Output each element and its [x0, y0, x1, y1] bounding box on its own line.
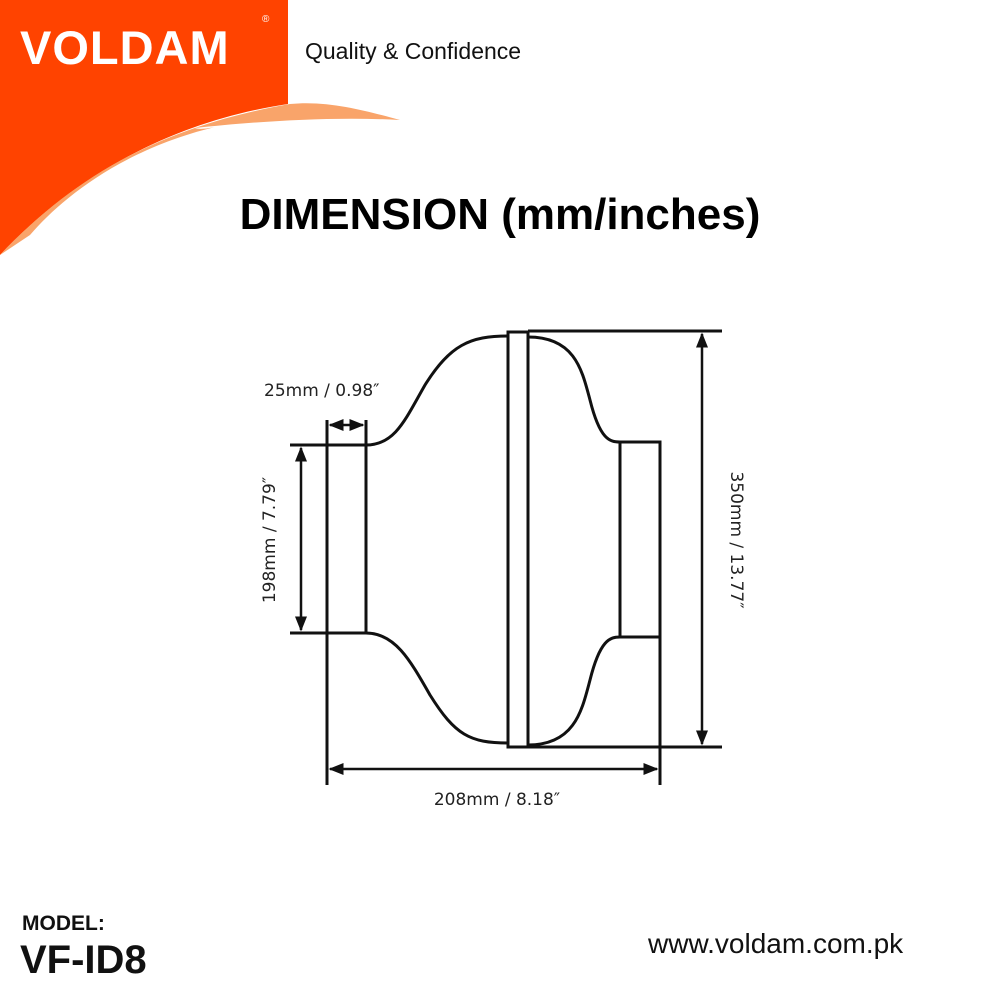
- body-bottom-left-curve: [365, 631, 509, 745]
- collar-diameter-label: 198mm / 7.79″: [260, 476, 280, 604]
- collar-length-label: 25mm / 0.98″: [264, 381, 380, 401]
- model-label: MODEL:: [22, 912, 105, 935]
- overall-length-label: 208mm / 8.18″: [433, 790, 561, 810]
- body-bottom-right-curve: [527, 635, 621, 747]
- registered-mark: ®: [262, 14, 270, 25]
- body-top-right-curve: [527, 335, 621, 444]
- website-link[interactable]: www.voldam.com.pk: [648, 928, 904, 959]
- page-title: DIMENSION (mm/inches): [239, 190, 761, 239]
- logo-swoosh: [0, 103, 400, 256]
- body-top-left-curve: [365, 334, 509, 447]
- flange: [506, 330, 530, 749]
- tagline: Quality & Confidence: [305, 38, 522, 64]
- right-collar: [618, 440, 662, 639]
- model-value: VF-ID8: [20, 938, 147, 982]
- brand-name: VOLDAM: [20, 21, 230, 74]
- overall-height-label: 350mm / 13.77″: [726, 471, 746, 609]
- brand-logo-background: [0, 0, 400, 256]
